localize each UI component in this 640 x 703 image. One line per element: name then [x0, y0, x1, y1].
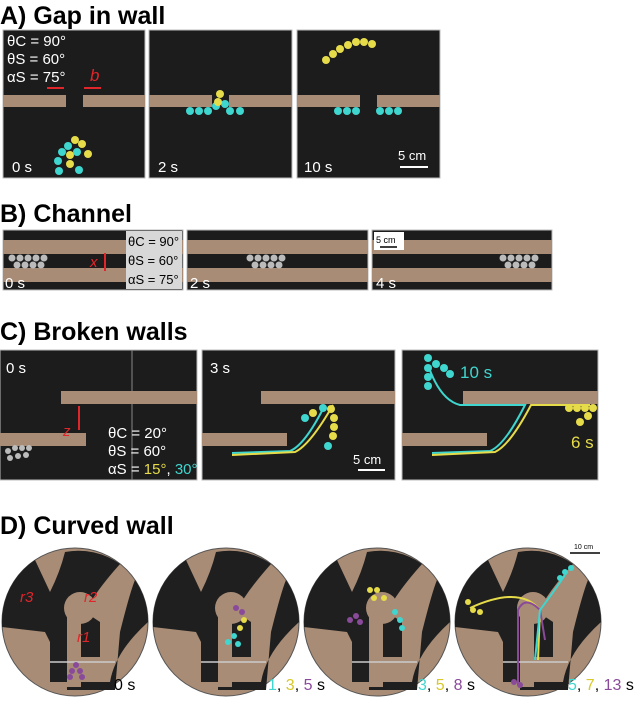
param-alpha-s: αS = 75°	[7, 69, 65, 86]
robot-cluster	[5, 445, 32, 461]
time-label: 0 s	[114, 677, 135, 694]
panel-d-arena-0s: r3 r2 r1 0 s	[1, 547, 149, 697]
robot-cluster	[347, 587, 405, 631]
param-theta-s: θS = 60°	[7, 51, 65, 68]
time-label: 2 s	[190, 275, 210, 292]
param-alpha-s: αS = 75°	[128, 272, 179, 287]
robot-cluster	[8, 254, 48, 269]
offset-label: z	[62, 423, 71, 440]
trajectory-cyan	[427, 364, 527, 454]
time-label: 0 s	[12, 159, 32, 176]
panel-a-frame-0s: θC = 90° θS = 60° αS = 75° b 0 s	[2, 29, 146, 179]
param-theta-c: θC = 20°	[108, 425, 167, 442]
robot-cluster	[301, 404, 338, 450]
panel-b-frame-2s: 2 s	[186, 229, 369, 292]
scale-label: 5 cm	[376, 235, 396, 245]
panel-b-frame-0s: θC = 90° θS = 60° αS = 75° x 0 s	[2, 229, 184, 292]
panel-b-title: B) Channel	[0, 200, 132, 228]
robot-cluster	[225, 605, 247, 647]
param-theta-c: θC = 90°	[128, 234, 179, 249]
width-label: x	[89, 254, 98, 271]
robot-cluster	[499, 254, 539, 269]
panel-b-frame-4s: 5 cm 4 s	[371, 229, 553, 292]
time-label-group: 3, 5, 8 s	[418, 677, 475, 694]
panel-c-title: C) Broken walls	[0, 318, 188, 346]
panel-a-frame-10s: 10 s 5 cm	[296, 29, 441, 179]
time-label-group: 1, 3, 5 s	[268, 677, 325, 694]
robot-cluster	[465, 565, 574, 688]
robot-cluster	[54, 136, 92, 175]
time-label: 4 s	[376, 275, 396, 292]
panel-a-title: A) Gap in wall	[0, 2, 165, 30]
radius-label-r2: r2	[84, 589, 98, 606]
param-alpha-s: αS = 15°, 30°	[108, 461, 198, 478]
panel-c-frame-0s: z θC = 20° θS = 60° αS = 15°, 30° 0 s	[0, 349, 198, 481]
time-label: 0 s	[5, 275, 25, 292]
trajectory-cyan	[231, 404, 326, 454]
time-label: 0 s	[6, 360, 26, 377]
panel-c-frame-3s: 3 s 5 cm	[201, 349, 396, 481]
robot-cluster	[67, 662, 85, 680]
robot-cluster	[424, 354, 597, 426]
robot-cluster	[322, 38, 402, 115]
time-label: 2 s	[158, 159, 178, 176]
scale-label: 5 cm	[353, 452, 381, 467]
gap-label: b	[90, 66, 99, 85]
panel-d-arena-1: 1, 3, 5 s	[152, 547, 325, 697]
robot-cluster	[186, 90, 244, 115]
trajectory-yellow	[431, 404, 590, 456]
time-label: 10 s	[304, 159, 332, 176]
param-theta-c: θC = 90°	[7, 33, 66, 50]
robot-cluster	[246, 254, 286, 269]
panel-d-arena-3: 10 cm 5, 7, 13 s	[454, 544, 634, 697]
time-label: 3 s	[210, 360, 230, 377]
param-theta-s: θS = 60°	[108, 443, 166, 460]
param-theta-s: θS = 60°	[128, 253, 178, 268]
time-label-group: 5, 7, 13 s	[568, 677, 634, 694]
scale-label: 10 cm	[574, 544, 593, 551]
panel-c-frame-final: 10 s 6 s	[401, 349, 599, 481]
panel-a-frame-2s: 2 s	[148, 29, 293, 179]
radius-label-r3: r3	[20, 589, 34, 606]
time-label-yellow: 6 s	[571, 433, 594, 452]
panel-d-title: D) Curved wall	[0, 512, 174, 540]
scale-label: 5 cm	[398, 148, 426, 163]
time-label-cyan: 10 s	[460, 363, 492, 382]
radius-label-r1: r1	[77, 629, 90, 646]
panel-d-arena-2: 3, 5, 8 s	[303, 547, 475, 697]
trajectory-yellow	[231, 404, 334, 456]
